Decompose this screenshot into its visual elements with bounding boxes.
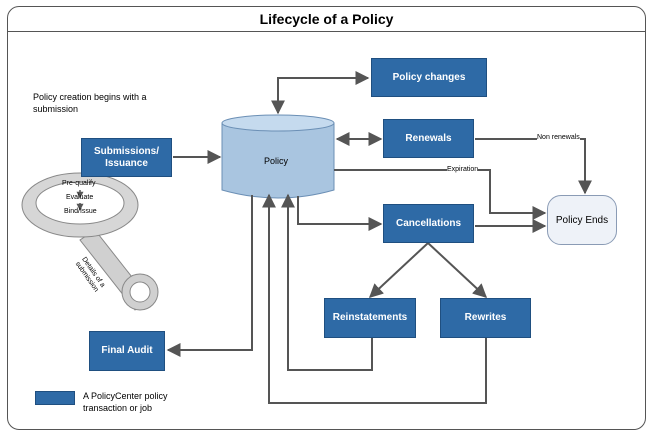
edge-cancellations-rewrites xyxy=(427,242,488,298)
step-bind-issue: Bind/Issue xyxy=(64,208,97,215)
step-prequalify: Pre-qualify xyxy=(62,180,96,187)
edge-rewrites-policy xyxy=(262,193,487,404)
rewrites-box: Rewrites xyxy=(440,298,531,338)
intro-text: Policy creation begins with a submission xyxy=(33,92,147,114)
reinstatements-box: Reinstatements xyxy=(324,298,416,338)
policy-changes-box: Policy changes xyxy=(371,58,487,97)
edge-cancellations-reinstatements xyxy=(368,242,429,298)
edge-policy-finalaudit xyxy=(166,195,253,357)
legend-text: A PolicyCenter policy transaction or job xyxy=(83,391,168,413)
policy-label: Policy xyxy=(264,156,289,166)
cancellations-box: Cancellations xyxy=(383,204,474,243)
legend-swatch xyxy=(35,391,75,405)
magnifier-handle-hole xyxy=(129,281,151,303)
edge-reinstatements-policy xyxy=(281,193,373,371)
magnifier-icon xyxy=(21,172,159,311)
submissions-box: Submissions/ Issuance xyxy=(81,138,172,177)
expiration-label: Expiration xyxy=(447,166,479,173)
step-evaluate: Evaluate xyxy=(66,194,94,201)
edge-nonrenewals xyxy=(475,138,592,195)
edge-expiration xyxy=(334,169,547,220)
edge-policy-cancellations xyxy=(297,196,383,231)
renewals-box: Renewals xyxy=(383,119,474,158)
edge-policy-policychanges xyxy=(271,71,370,115)
final-audit-box: Final Audit xyxy=(89,331,165,371)
diagram-title: Lifecycle of a Policy xyxy=(8,7,645,32)
policy-ends-node: Policy Ends xyxy=(547,195,617,245)
non-renewals-label: Non renewals xyxy=(537,134,580,141)
